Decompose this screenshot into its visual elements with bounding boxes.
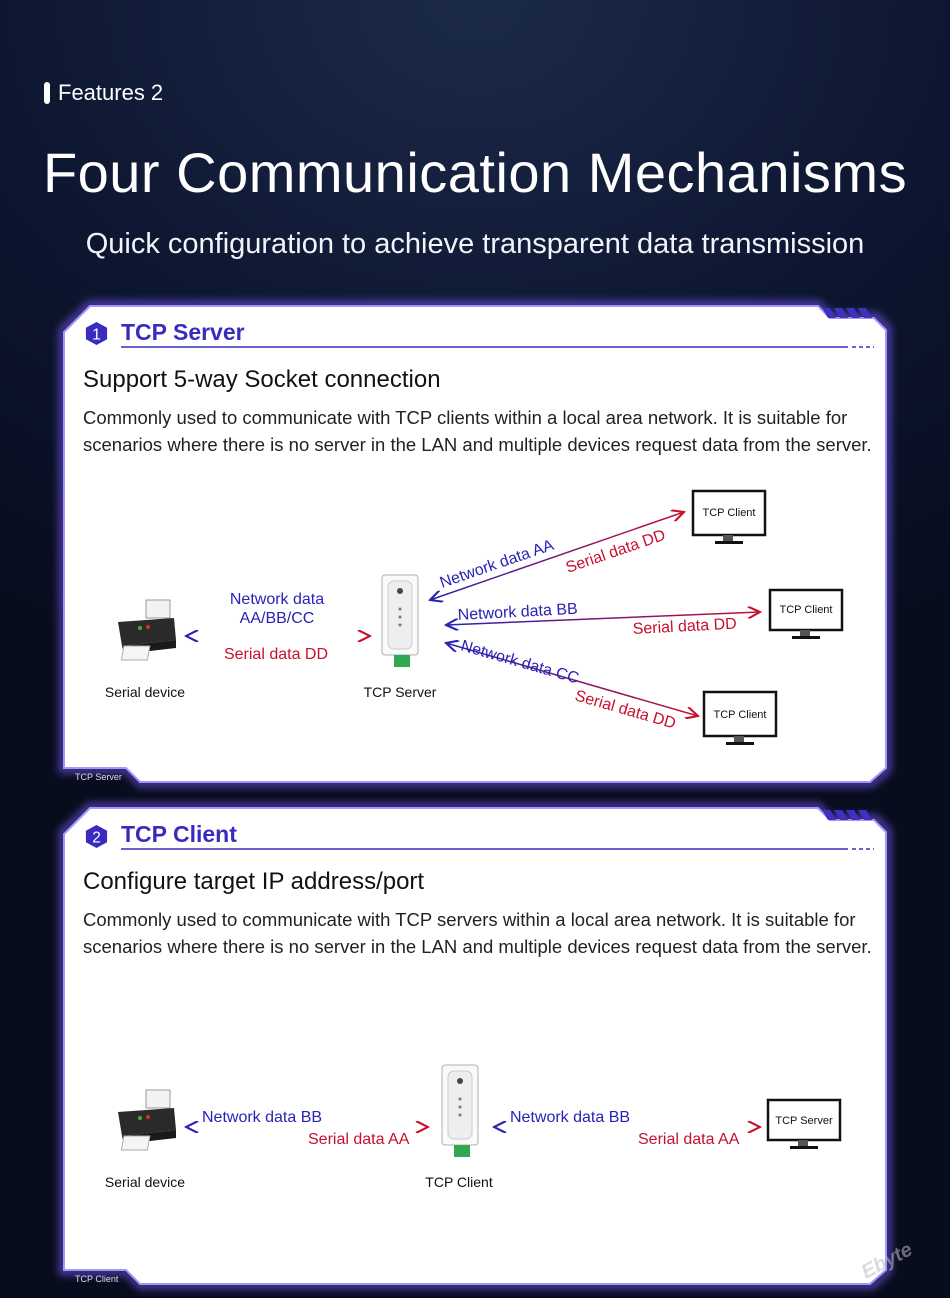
center-device-label: TCP Client xyxy=(425,1174,493,1190)
client-1-label: TCP Client xyxy=(703,507,756,519)
number-badge-icon: 2 xyxy=(85,824,108,849)
device-icon xyxy=(381,574,419,667)
left-network-label: Network data BB xyxy=(202,1109,322,1126)
feature-tag-text: Features 2 xyxy=(58,80,164,105)
server-label: TCP Server xyxy=(775,1115,833,1127)
page-subtitle: Quick configuration to achieve transpare… xyxy=(85,228,865,260)
printer-icon xyxy=(118,599,176,661)
serial-device-label: Serial device xyxy=(105,1174,185,1190)
panel-corner-label: TCP Client xyxy=(75,1274,119,1284)
link-1-arrow xyxy=(430,512,684,600)
right-serial-label: Serial data AA xyxy=(638,1131,740,1148)
badge-number: 2 xyxy=(92,829,101,846)
link-2-network-label: Network data BB xyxy=(457,601,578,624)
panel-title: TCP Client xyxy=(121,821,237,847)
client-3-label: TCP Client xyxy=(714,709,767,721)
device-icon xyxy=(441,1064,479,1157)
monitor-icon xyxy=(768,588,844,639)
feature-tag: Features 2 xyxy=(44,80,163,106)
tcp-server-diagram: Serial device TCP Server Network data AA… xyxy=(105,489,844,745)
monitor-icon xyxy=(766,1098,842,1149)
page-title: Four Communication Mechanisms xyxy=(42,141,908,204)
panel-heading: Configure target IP address/port xyxy=(83,868,425,895)
badge-number: 1 xyxy=(92,326,101,343)
link-3-arrow xyxy=(446,643,698,716)
panel-heading: Support 5-way Socket connection xyxy=(83,366,441,393)
panel-description: Commonly used to communicate with TCP se… xyxy=(83,909,872,957)
serial-device-label: Serial device xyxy=(105,684,185,700)
panel-title: TCP Server xyxy=(121,319,245,345)
printer-icon xyxy=(118,1089,176,1151)
stripe-decoration xyxy=(822,308,872,318)
left-serial-label: Serial data AA xyxy=(308,1131,410,1148)
left-network-label-2: AA/BB/CC xyxy=(240,610,315,627)
right-network-label: Network data BB xyxy=(510,1109,630,1126)
left-serial-label: Serial data DD xyxy=(224,646,328,663)
feature-tag-bar xyxy=(44,82,50,104)
center-device-label: TCP Server xyxy=(364,684,437,700)
link-2-serial-label: Serial data DD xyxy=(632,616,737,638)
link-2-arrow xyxy=(446,612,760,625)
panel-description: Commonly used to communicate with TCP cl… xyxy=(83,407,872,455)
monitor-icon xyxy=(691,489,767,544)
left-network-label: Network data xyxy=(230,591,324,608)
stripe-decoration xyxy=(822,810,872,820)
monitor-icon xyxy=(702,690,778,745)
panel-corner-label: TCP Server xyxy=(75,772,122,782)
client-2-label: TCP Client xyxy=(780,604,833,616)
number-badge-icon: 1 xyxy=(85,321,108,346)
